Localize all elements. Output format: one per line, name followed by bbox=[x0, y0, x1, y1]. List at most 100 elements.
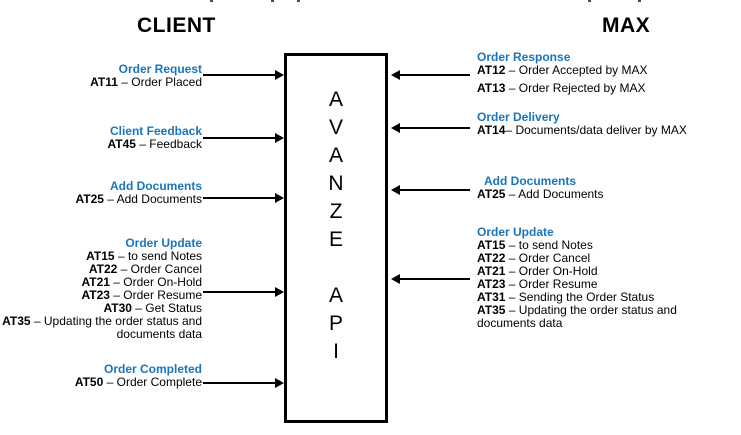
arrow-shaft bbox=[400, 127, 470, 129]
message-code: AT11 bbox=[90, 75, 118, 89]
message-code: AT45 bbox=[107, 137, 136, 151]
max-title: MAX bbox=[602, 14, 651, 37]
message-text: – Order Resume bbox=[109, 288, 202, 302]
group-heading: Order Delivery bbox=[477, 110, 560, 124]
group-heading: Order Update bbox=[477, 225, 554, 239]
message-code: AT23 bbox=[477, 277, 506, 291]
group-heading: Order Completed bbox=[103, 362, 202, 376]
message-line: AT50 – Order Complete bbox=[0, 376, 202, 389]
arrow-shaft bbox=[400, 189, 470, 191]
message-text: – Order On-Hold bbox=[505, 264, 598, 278]
arrow-shaft bbox=[203, 137, 275, 139]
message-line: AT12 – Order Accepted by MAX bbox=[477, 64, 741, 77]
message-line: AT25 – Add Documents bbox=[0, 193, 202, 206]
message-code: AT35 bbox=[477, 303, 506, 317]
message-text: – Updating the order status and bbox=[505, 303, 677, 317]
group-heading: Add Documents bbox=[109, 179, 202, 193]
message-text: – Order Cancel bbox=[505, 251, 591, 265]
api-letter: V bbox=[328, 116, 343, 139]
message-text: – Order Placed bbox=[117, 75, 202, 89]
message-code: AT15 bbox=[477, 238, 506, 252]
cropped-text-fragment bbox=[271, 0, 274, 2]
message-text: – Get Status bbox=[131, 301, 202, 315]
message-line: AT45 – Feedback bbox=[0, 137, 203, 151]
arrow-max-to-api-2 bbox=[391, 123, 470, 134]
message-line: AT13 – Order Rejected by MAX bbox=[477, 82, 741, 95]
api-letter: A bbox=[328, 284, 343, 307]
arrowhead-left-icon bbox=[391, 274, 400, 284]
message-line: AT23 – Order Resume bbox=[477, 278, 741, 291]
message-code: AT15 bbox=[86, 249, 115, 263]
arrowhead-left-icon bbox=[391, 123, 400, 133]
group-heading: Order Request bbox=[118, 62, 202, 76]
message-code: AT21 bbox=[81, 275, 110, 289]
arrow-shaft bbox=[400, 74, 470, 76]
arrowhead-right-icon bbox=[275, 70, 284, 80]
api-letter: P bbox=[328, 312, 343, 335]
arrow-shaft bbox=[400, 278, 470, 280]
group-heading: Client Feedback bbox=[109, 124, 202, 138]
message-text: – to send Notes bbox=[505, 238, 593, 252]
arrow-client-to-api-3 bbox=[203, 193, 284, 204]
api-letter: N bbox=[328, 172, 344, 195]
api-letter: A bbox=[328, 144, 343, 167]
message-line: AT31 – Sending the Order Status bbox=[477, 291, 741, 304]
message-text: – Order Complete bbox=[103, 375, 202, 389]
message-code: AT31 bbox=[477, 290, 506, 304]
arrow-shaft bbox=[203, 74, 275, 76]
message-code: AT25 bbox=[477, 187, 506, 201]
message-text: – Sending the Order Status bbox=[505, 290, 655, 304]
message-code: AT22 bbox=[477, 251, 506, 265]
arrow-client-to-api-1 bbox=[203, 70, 284, 81]
arrow-shaft bbox=[203, 197, 275, 199]
message-text: – Order Accepted by MAX bbox=[505, 63, 648, 77]
arrow-client-to-api-2 bbox=[203, 133, 284, 144]
arrow-shaft bbox=[203, 382, 275, 384]
message-text: – Order Rejected by MAX bbox=[505, 81, 646, 95]
arrowhead-right-icon bbox=[275, 133, 284, 143]
api-letter: A bbox=[328, 88, 343, 111]
api-letter: Z bbox=[329, 200, 343, 223]
message-line: AT21 – Order On-Hold bbox=[477, 265, 741, 278]
message-text: – Updating the order status and bbox=[30, 314, 202, 328]
arrow-client-to-api-5 bbox=[203, 378, 284, 389]
message-code: AT21 bbox=[477, 264, 506, 278]
message-line: AT22 – Order Cancel bbox=[0, 263, 202, 276]
message-line: AT35 – Updating the order status and bbox=[0, 315, 202, 328]
arrow-shaft bbox=[203, 291, 275, 293]
message-text: – Order Cancel bbox=[117, 262, 202, 276]
client-title: CLIENT bbox=[137, 14, 216, 37]
group-heading: Order Update bbox=[125, 236, 202, 250]
message-line: AT14– Documents/data deliver by MAX bbox=[477, 124, 741, 137]
arrow-max-to-api-3 bbox=[391, 185, 470, 196]
arrow-client-to-api-4 bbox=[203, 287, 284, 298]
message-line: AT15 – to send Notes bbox=[477, 239, 741, 252]
message-line: AT35 – Updating the order status and bbox=[477, 304, 741, 317]
group-heading: Add Documents bbox=[484, 174, 577, 188]
arrowhead-left-icon bbox=[391, 70, 400, 80]
arrow-max-to-api-4 bbox=[391, 274, 470, 285]
message-code: AT14 bbox=[477, 123, 506, 137]
api-letter: I bbox=[333, 340, 339, 363]
message-code: AT35 bbox=[2, 314, 31, 328]
api-letter: E bbox=[328, 228, 343, 251]
message-text: – Feedback bbox=[135, 137, 202, 151]
arrowhead-right-icon bbox=[275, 378, 284, 388]
arrow-max-to-api-1 bbox=[391, 70, 470, 81]
cropped-text-fragment bbox=[297, 0, 300, 2]
message-text: – Add Documents bbox=[103, 192, 202, 206]
message-code: AT23 bbox=[81, 288, 110, 302]
message-code: AT12 bbox=[477, 63, 506, 77]
message-code: AT30 bbox=[103, 301, 132, 315]
message-line-continued: documents data bbox=[116, 327, 202, 341]
